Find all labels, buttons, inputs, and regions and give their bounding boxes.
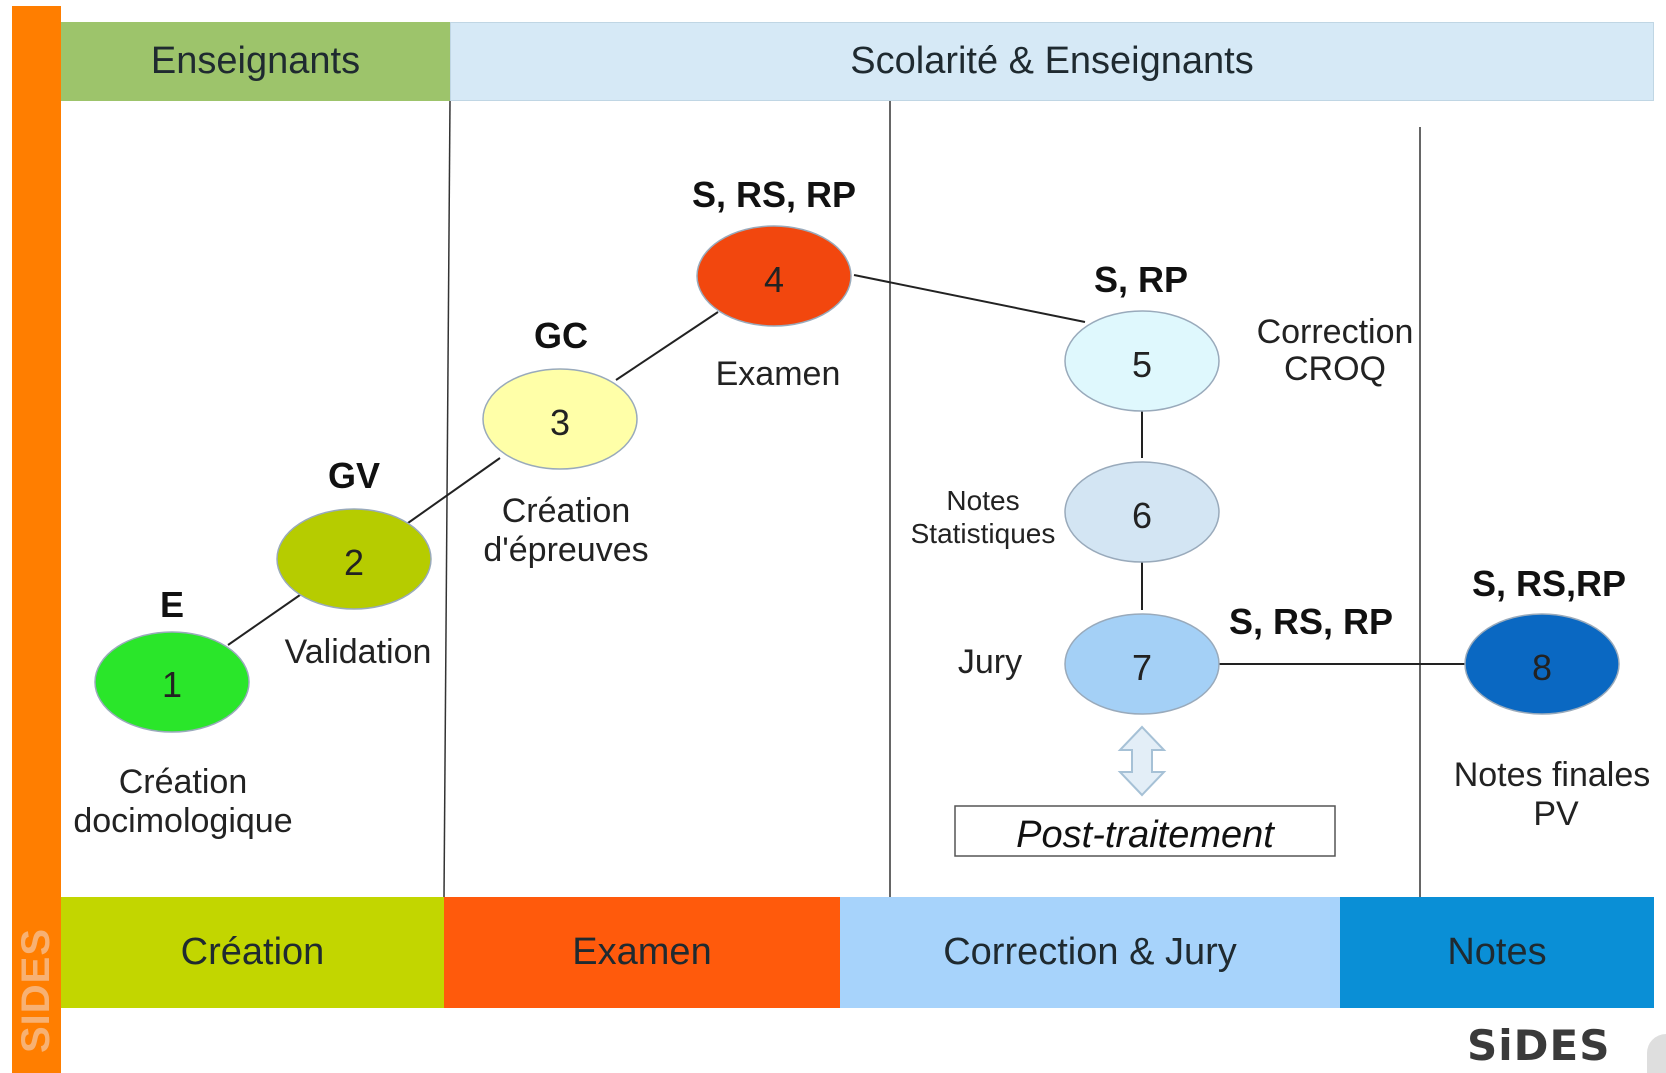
step-node-8	[1464, 613, 1620, 715]
header-scolarite-enseignants: Scolarité & Enseignants	[450, 22, 1654, 101]
step-node-4	[696, 225, 852, 327]
double-arrow-icon	[1117, 725, 1167, 797]
step-number-3: 3	[550, 402, 570, 443]
step-number-1: 1	[162, 664, 182, 705]
step-caption-4: Examen	[716, 355, 841, 393]
step-node-2	[276, 508, 432, 610]
step-node-3	[482, 368, 638, 470]
step-caption-8a: Notes finales	[1454, 756, 1651, 794]
sides-logo: SiDES	[1467, 1021, 1611, 1070]
step-node-7	[1064, 613, 1220, 715]
divider-1	[443, 100, 451, 898]
step-caption-3b: d'épreuves	[483, 531, 648, 569]
step-role-5: S, RP	[1094, 259, 1188, 300]
step-number-4: 4	[764, 259, 784, 300]
step-node-1	[94, 631, 250, 733]
step-caption-6b: Statistiques	[911, 518, 1056, 549]
step-number-6: 6	[1132, 495, 1152, 536]
step-caption-3a: Création	[502, 492, 631, 530]
step-role-1: E	[160, 584, 184, 625]
step-number-7: 7	[1132, 647, 1152, 688]
step-caption-6a: Notes	[946, 485, 1019, 516]
logo-corner-arc	[1647, 1034, 1666, 1073]
step-role-4: S, RS, RP	[692, 174, 856, 215]
post-traitement-label: Post-traitement	[1016, 814, 1275, 856]
phase-creation: Création	[61, 897, 444, 1008]
step-caption-1a: Création	[119, 763, 248, 801]
connector-2-3	[407, 457, 501, 524]
step-node-5	[1064, 310, 1220, 412]
step-caption-2: Validation	[285, 633, 432, 671]
header-enseignants: Enseignants	[61, 22, 450, 101]
step-caption-5a: Correction	[1257, 313, 1414, 351]
step-node-6	[1064, 461, 1220, 563]
step-role-7: S, RS, RP	[1229, 601, 1393, 642]
connector-4-5	[853, 274, 1086, 323]
step-number-2: 2	[344, 542, 364, 583]
step-caption-8b: PV	[1533, 795, 1579, 833]
step-role-3: GC	[534, 315, 588, 356]
step-number-5: 5	[1132, 344, 1152, 385]
step-caption-7: Jury	[958, 643, 1022, 681]
sidebar-bar	[12, 6, 61, 1073]
connector-3-4	[615, 311, 719, 381]
connector-1-2	[227, 594, 301, 646]
phase-notes: Notes	[1340, 897, 1654, 1008]
step-number-8: 8	[1532, 647, 1552, 688]
phase-examen: Examen	[444, 897, 840, 1008]
step-caption-1b: docimologique	[73, 802, 292, 840]
step-role-2: GV	[328, 455, 380, 496]
step-role-8: S, RS,RP	[1472, 563, 1626, 604]
post-traitement-box	[954, 805, 1336, 857]
step-caption-5b: CROQ	[1284, 350, 1386, 388]
phase-correction-jury: Correction & Jury	[840, 897, 1340, 1008]
